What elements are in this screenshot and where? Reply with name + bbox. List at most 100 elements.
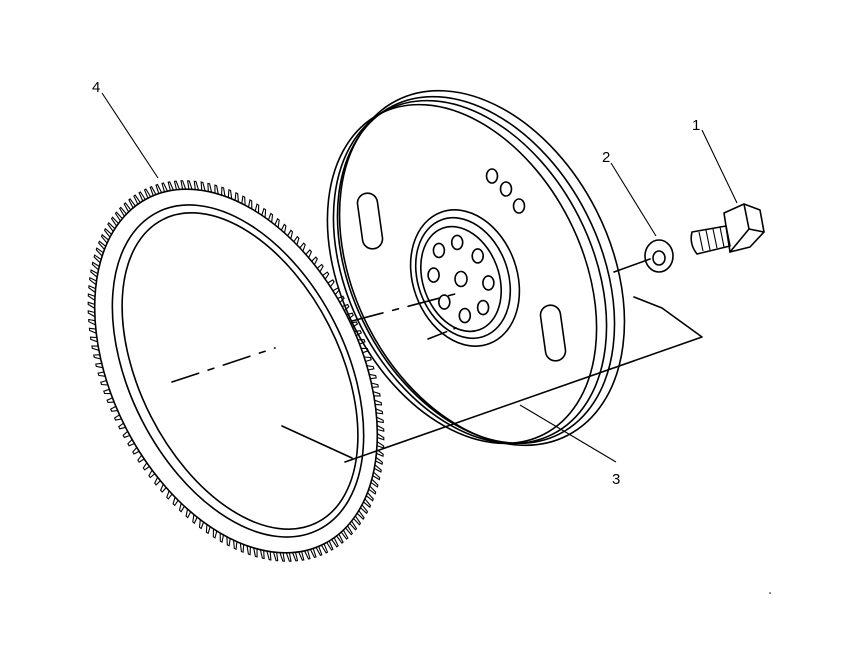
gear-tooth (127, 439, 135, 447)
ring-gear-bore (121, 212, 359, 530)
speck (769, 592, 771, 594)
dowel-hole (485, 168, 499, 184)
gear-tooth (246, 545, 251, 556)
gear-tooth (366, 365, 375, 371)
gear-tooth (233, 540, 238, 551)
callout-1: 1 (692, 117, 738, 204)
gear-tooth (110, 216, 119, 227)
callout-label-1: 1 (692, 117, 700, 134)
callout-label-3: 3 (612, 471, 620, 488)
gear-tooth (259, 549, 265, 560)
callout-label-2: 2 (602, 149, 610, 166)
flywheel (326, 89, 626, 447)
hub-bolt-hole (471, 248, 485, 264)
gear-tooth (375, 456, 383, 466)
gear-tooth (267, 212, 274, 223)
hub-bolt-hole (427, 267, 440, 283)
gear-tooth (106, 397, 115, 403)
leader-line-3 (519, 404, 617, 463)
gear-tooth (87, 293, 96, 301)
gear-tooth (142, 462, 150, 471)
hub-bolt-hole (432, 242, 446, 259)
ring-gear (87, 180, 385, 562)
flywheel-rim-step-2 (332, 99, 608, 445)
gear-tooth (95, 247, 104, 257)
gear-tooth (97, 371, 106, 377)
gear-tooth (326, 540, 334, 551)
hub-bolt-hole (482, 275, 495, 291)
hub-bolt-hole (437, 294, 451, 310)
hub-bolt-hole (450, 234, 464, 251)
gear-tooth (107, 221, 116, 232)
gear-tooth (320, 543, 329, 554)
hub-center-hole (454, 270, 468, 288)
gear-tooth (149, 186, 157, 196)
gear-tooth (239, 543, 245, 553)
gear-tooth (100, 233, 109, 244)
gear-tooth (272, 551, 279, 562)
gear-tooth (234, 191, 239, 202)
gear-tooth (340, 529, 349, 540)
gear-tooth (95, 362, 103, 369)
gear-tooth (154, 477, 161, 486)
gear-tooth (376, 441, 385, 449)
gear-tooth (180, 180, 187, 190)
gear-tooth (118, 422, 126, 430)
gear-tooth (372, 391, 381, 397)
leader-line-1 (701, 129, 738, 204)
gear-tooth (88, 327, 97, 334)
gear-tooth (93, 354, 101, 360)
gear-tooth (331, 537, 339, 548)
flywheel-slot-lower (539, 304, 567, 362)
gear-tooth (205, 524, 211, 535)
gear-tooth (227, 189, 233, 199)
gear-tooth (193, 180, 200, 191)
ring-gear-teeth (87, 180, 385, 562)
dowel-hole (499, 181, 513, 197)
gear-tooth (336, 533, 344, 544)
gear-tooth (207, 182, 213, 193)
gear-tooth (305, 249, 313, 259)
callout-2: 2 (602, 149, 657, 237)
gear-tooth (371, 382, 379, 388)
gear-tooth (253, 547, 258, 558)
gear-tooth (90, 269, 98, 278)
gear-tooth (89, 276, 97, 286)
gear-tooth (280, 223, 287, 234)
gear-tooth (365, 492, 374, 502)
gear-tooth (88, 318, 96, 326)
gear-tooth (87, 301, 95, 309)
gear-tooth (143, 188, 152, 199)
hub-bolt-hole (476, 299, 490, 316)
bolt-shank (690, 225, 731, 255)
gear-tooth (103, 227, 112, 238)
gear-tooth (200, 181, 206, 192)
gear-tooth (374, 399, 383, 406)
bolt (690, 203, 765, 255)
gear-tooth (133, 194, 141, 205)
gear-tooth (345, 525, 353, 536)
gear-tooth (221, 186, 226, 197)
gear-tooth (327, 279, 335, 288)
gear-tooth (349, 520, 358, 531)
part-callouts: 4 3 2 1 (92, 79, 738, 488)
gear-tooth (137, 454, 145, 463)
flywheel-rim-step-1 (336, 95, 616, 445)
gear-tooth (376, 416, 384, 424)
gear-tooth (93, 254, 102, 264)
gear-tooth (363, 498, 372, 509)
gear-tooth (375, 408, 384, 415)
gear-tooth (123, 202, 132, 213)
gear-tooth (364, 356, 372, 362)
gear-tooth (114, 211, 123, 222)
gear-tooth (88, 285, 96, 293)
ring-gear-outer-rim (93, 188, 379, 554)
gear-tooth (172, 497, 179, 507)
gear-tooth (100, 380, 108, 386)
gear-tooth (192, 514, 198, 525)
gear-tooth (266, 550, 272, 561)
washer (644, 239, 674, 273)
gear-tooth (186, 180, 193, 190)
